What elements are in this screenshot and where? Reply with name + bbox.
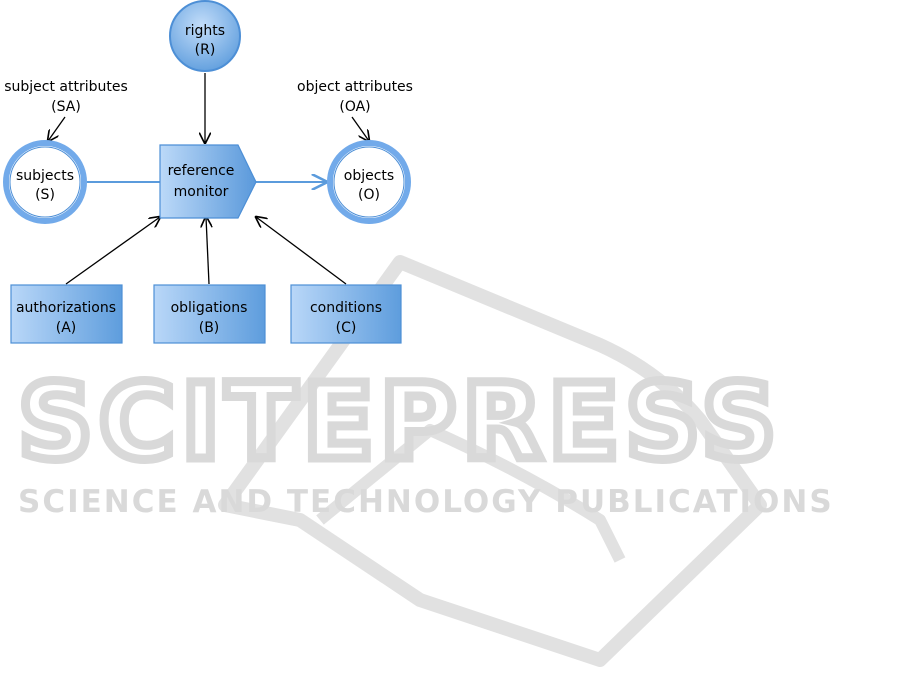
label-subject-attributes-name: subject attributes [4, 79, 128, 95]
arrow-authorizations-to-monitor [66, 217, 160, 284]
node-subjects: subjects (S) [6, 143, 84, 221]
node-monitor-line2: monitor [174, 184, 229, 200]
label-object-attributes-abbr: (OA) [339, 99, 370, 115]
node-obligations: obligations (B) [154, 285, 265, 343]
watermark-subtitle: SCIENCE AND TECHNOLOGY PUBLICATIONS [18, 484, 834, 520]
node-subjects-abbr: (S) [35, 187, 55, 203]
node-obligations-name: obligations [171, 300, 248, 316]
label-subject-attributes-abbr: (SA) [51, 99, 81, 115]
node-subjects-name: subjects [16, 168, 74, 184]
watermark-title: SCITEPRESS [18, 361, 782, 483]
node-authorizations-name: authorizations [16, 300, 116, 316]
label-subject-attributes: subject attributes (SA) [4, 79, 128, 115]
label-object-attributes-name: object attributes [297, 79, 413, 95]
arrow-sa-to-subjects [48, 117, 65, 141]
arrow-oa-to-objects [352, 117, 369, 141]
node-rights: rights (R) [170, 1, 240, 71]
node-rights-abbr: (R) [195, 42, 216, 58]
watermark: SCITEPRESS SCIENCE AND TECHNOLOGY PUBLIC… [18, 262, 834, 660]
node-authorizations: authorizations (A) [11, 285, 122, 343]
node-conditions-name: conditions [310, 300, 382, 316]
arrow-conditions-to-monitor [256, 217, 346, 284]
node-obligations-abbr: (B) [199, 320, 220, 336]
node-objects-name: objects [344, 168, 394, 184]
node-objects: objects (O) [330, 143, 408, 221]
node-conditions: conditions (C) [291, 285, 401, 343]
node-rights-name: rights [185, 23, 225, 39]
node-monitor-line1: reference [168, 163, 235, 179]
node-objects-abbr: (O) [358, 187, 380, 203]
label-object-attributes: object attributes (OA) [297, 79, 413, 115]
node-reference-monitor: reference monitor [160, 145, 256, 218]
arrow-obligations-to-monitor [206, 217, 209, 284]
node-authorizations-abbr: (A) [56, 320, 77, 336]
node-conditions-abbr: (C) [336, 320, 357, 336]
